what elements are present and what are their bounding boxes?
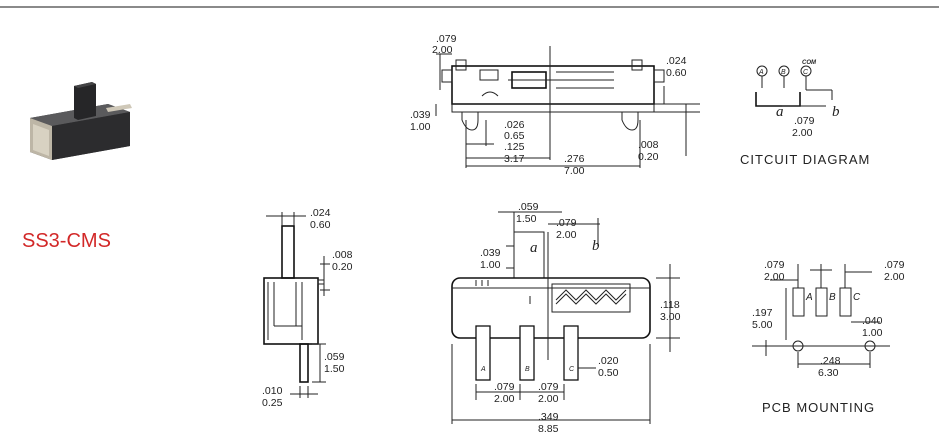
front-pin-c: C — [569, 366, 575, 373]
pcb-pin-a: A — [805, 292, 813, 303]
top-dim-4b: 0.65 — [504, 130, 525, 142]
top-dim-4a: .026 — [504, 119, 525, 131]
top-dim-6b: 7.00 — [564, 165, 585, 177]
pcb-caption: PCB MOUNTING — [762, 400, 875, 415]
front-pin-a: A — [480, 366, 486, 373]
circuit-pin-a: A — [758, 69, 764, 76]
front-dim-2b: 2.00 — [556, 229, 577, 241]
part-number: SS3-CMS — [22, 230, 111, 252]
top-dim-1a: .079 — [436, 33, 457, 45]
circuit-pos-b: b — [832, 104, 840, 120]
circuit-dim-a: .079 — [794, 115, 815, 127]
side-dim-3a: .059 — [324, 351, 345, 363]
front-pos-a: a — [530, 240, 538, 256]
pcb-pin-b: B — [829, 292, 836, 303]
circuit-dim-b: 2.00 — [792, 127, 813, 139]
side-dim-1a: .024 — [310, 207, 331, 219]
front-dim-4a: .118 — [660, 299, 680, 311]
circuit-pin-b: B — [781, 69, 786, 76]
front-dim-3b: 1.00 — [480, 259, 501, 271]
top-rule — [0, 6, 939, 8]
front-dim-7b: 2.00 — [538, 393, 559, 405]
top-dim-6a: .276 — [564, 153, 585, 165]
front-view: A B C a b .059 1.50 .079 2.00 .039 1.00 … — [451, 201, 681, 435]
top-dim-1b: 2.00 — [432, 44, 453, 56]
pcb-dim-1b: 2.00 — [764, 271, 785, 283]
circuit-pos-a: a — [776, 104, 784, 120]
pcb-dim-3a: .197 — [752, 307, 773, 319]
side-view: .024 0.60 .008 0.20 .059 1.50 .010 0.25 — [262, 207, 353, 409]
pcb-dim-2b: 2.00 — [884, 271, 905, 283]
front-pos-b: b — [592, 238, 600, 254]
pcb-dim-5a: .248 — [820, 355, 841, 367]
front-pin-b: B — [525, 366, 530, 373]
front-dim-3a: .039 — [480, 247, 501, 259]
top-dim-7b: 0.20 — [638, 151, 659, 163]
front-dim-4b: 3.00 — [660, 311, 681, 323]
top-view: .079 2.00 .024 0.60 .039 1.00 .026 0.65 … — [410, 33, 700, 177]
front-dim-1b: 1.50 — [516, 213, 537, 225]
front-dim-5b: 0.50 — [598, 367, 619, 379]
side-dim-1b: 0.60 — [310, 219, 331, 231]
top-dim-2b: 0.60 — [666, 67, 687, 79]
side-dim-2a: .008 — [332, 249, 353, 261]
pcb-mounting: A B C .079 2.00 .079 2.00 .197 5.00 .040… — [752, 259, 905, 415]
side-dim-3b: 1.50 — [324, 363, 345, 375]
front-dim-5a: .020 — [598, 355, 619, 367]
top-dim-5b: 3.17 — [504, 153, 525, 165]
pcb-dim-5b: 6.30 — [818, 367, 839, 379]
top-dim-7a: .008 — [638, 139, 659, 151]
side-dim-4b: 0.25 — [262, 397, 283, 409]
side-dim-4a: .010 — [262, 385, 283, 397]
circuit-diagram: A B C COM a b .079 2.00 CITCUIT DIAGRAM — [740, 60, 870, 167]
circuit-caption: CITCUIT DIAGRAM — [740, 152, 870, 167]
top-dim-3a: .039 — [410, 109, 431, 121]
top-dim-3b: 1.00 — [410, 121, 431, 133]
product-photo — [30, 82, 132, 160]
circuit-com: COM — [802, 60, 817, 66]
front-dim-8b: 8.85 — [538, 423, 559, 435]
front-dim-6b: 2.00 — [494, 393, 515, 405]
side-dim-2b: 0.20 — [332, 261, 353, 273]
front-dim-7a: .079 — [538, 381, 559, 393]
pcb-dim-2a: .079 — [884, 259, 905, 271]
pcb-dim-4b: 1.00 — [862, 327, 883, 339]
front-dim-8a: .349 — [538, 411, 559, 423]
top-dim-5a: .125 — [504, 141, 525, 153]
top-dim-2a: .024 — [666, 55, 687, 67]
front-dim-6a: .079 — [494, 381, 515, 393]
front-dim-1a: .059 — [518, 201, 539, 213]
pcb-pin-c: C — [853, 292, 861, 303]
pcb-dim-3b: 5.00 — [752, 319, 773, 331]
pcb-dim-1a: .079 — [764, 259, 785, 271]
circuit-pin-c: C — [803, 69, 809, 76]
front-dim-2a: .079 — [556, 217, 577, 229]
pcb-dim-4a: .040 — [862, 315, 883, 327]
